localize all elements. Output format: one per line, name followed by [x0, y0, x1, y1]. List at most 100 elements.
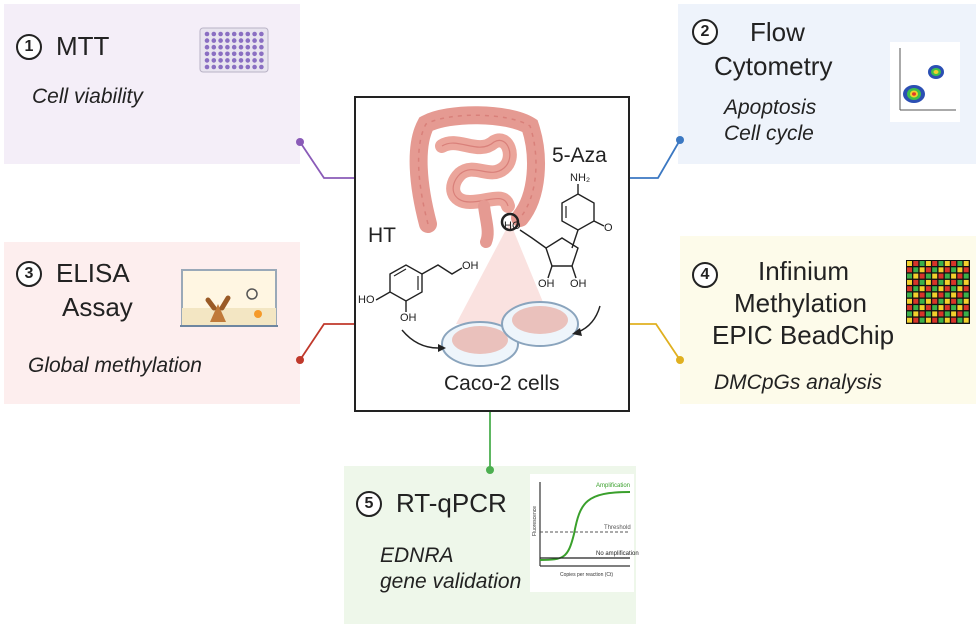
bead-cell	[951, 317, 957, 323]
bead-cell	[957, 292, 963, 298]
bead-cell	[919, 286, 925, 292]
plate-well	[211, 38, 217, 43]
bead-cell	[963, 317, 969, 323]
amplification-label: Amplification	[596, 483, 630, 489]
plate-well	[259, 51, 264, 57]
rtqpcr-subtitle-line1: EDNRA	[380, 544, 454, 567]
elisa-title-line2: Assay	[62, 292, 133, 322]
aza-nh2-label: NH₂	[570, 172, 591, 184]
plate-well	[252, 58, 257, 63]
plate-well	[218, 44, 223, 50]
bead-cell	[925, 286, 931, 292]
plate-well	[238, 51, 244, 57]
elisa-well-icon	[180, 269, 278, 327]
bead-cell	[963, 279, 969, 285]
mtt-title: MTT	[56, 31, 110, 61]
bead-cell	[919, 261, 925, 266]
ht-oh-label-2: OH	[400, 312, 417, 324]
elisa-subtitle: Global methylation	[28, 354, 202, 377]
plate-well	[218, 31, 223, 37]
step-number-5: 5	[356, 491, 382, 517]
bead-cell	[963, 267, 969, 273]
elisa-title-line1: ELISA	[56, 258, 130, 288]
bead-cell	[938, 279, 944, 285]
bead-cell	[907, 286, 912, 292]
bead-cell	[932, 311, 938, 317]
bead-cell	[957, 305, 963, 311]
step-number-3: 3	[16, 261, 42, 287]
plate-well	[225, 44, 230, 50]
flow-subtitle-line2: Cell cycle	[724, 122, 814, 145]
bead-cell	[925, 305, 931, 311]
fluorescence-axis-label: Fluorescence	[532, 506, 538, 536]
plate-well	[252, 31, 257, 37]
well-plate-icon	[199, 27, 269, 73]
bead-cell	[925, 261, 931, 266]
bead-cell	[919, 298, 925, 304]
plate-well	[245, 38, 251, 43]
plate-well	[225, 31, 230, 37]
rtqpcr-subtitle-line2: gene validation	[380, 570, 522, 593]
plate-well	[238, 38, 244, 43]
bead-cell	[963, 311, 969, 317]
ht-oh-label-1: OH	[462, 260, 479, 272]
bead-cell	[944, 317, 950, 323]
center-experiment-box: 5-Aza HT Caco-2 cells OH HO OH NH₂ O HO …	[354, 96, 630, 412]
bead-cell	[951, 311, 957, 317]
bead-cell	[907, 305, 912, 311]
bead-cell	[932, 267, 938, 273]
bead-cell	[907, 273, 912, 279]
bead-cell	[944, 311, 950, 317]
plate-well	[204, 58, 210, 63]
flow-cytometry-panel: 2 Flow Cytometry Apoptosis Cell cycle	[678, 4, 976, 164]
bead-cell	[938, 286, 944, 292]
plate-well	[218, 64, 223, 70]
plate-well	[204, 64, 210, 70]
bead-cell	[919, 311, 925, 317]
bead-cell	[938, 298, 944, 304]
bead-cell	[963, 273, 969, 279]
bead-cell	[913, 261, 919, 266]
plate-well	[252, 51, 257, 57]
bead-cell	[907, 292, 912, 298]
infinium-title-line1: Infinium	[758, 256, 850, 286]
plate-well	[252, 64, 257, 70]
plate-well	[225, 51, 230, 57]
plate-well	[231, 51, 237, 57]
bead-cell	[932, 305, 938, 311]
rtqpcr-panel: 5 RT-qPCR EDNRA gene validation Amplific…	[344, 466, 639, 624]
connector-elisa	[299, 323, 356, 361]
plate-well	[211, 51, 217, 57]
bead-cell	[913, 267, 919, 273]
bead-cell	[944, 286, 950, 292]
bead-cell	[944, 273, 950, 279]
plate-well	[245, 31, 251, 37]
connector-flow	[630, 139, 681, 179]
bead-cell	[957, 298, 963, 304]
bead-cell	[907, 261, 912, 266]
infinium-title-line3: EPIC BeadChip	[712, 320, 895, 350]
bead-cell	[913, 305, 919, 311]
bead-cell	[963, 261, 969, 266]
bead-cell	[932, 261, 938, 266]
plate-well	[204, 44, 210, 50]
bead-cell	[925, 298, 931, 304]
caco-2-cells-label: Caco-2 cells	[444, 372, 560, 395]
plate-well	[245, 44, 251, 50]
plate-well	[225, 58, 230, 63]
bead-cell	[907, 317, 912, 323]
bead-cell	[938, 292, 944, 298]
infinium-panel: 4 Infinium Methylation EPIC BeadChip DMC…	[680, 236, 976, 404]
bead-cell	[963, 305, 969, 311]
bead-cell	[913, 279, 919, 285]
bead-cell	[913, 311, 919, 317]
petri-dishes-icon	[401, 301, 601, 367]
plate-well	[225, 64, 230, 70]
step-number-1: 1	[16, 34, 42, 60]
bead-cell	[938, 311, 944, 317]
bead-cell	[963, 298, 969, 304]
plate-well	[238, 58, 244, 63]
connector-infinium	[630, 323, 681, 361]
plate-well	[231, 38, 237, 43]
bead-cell	[944, 292, 950, 298]
